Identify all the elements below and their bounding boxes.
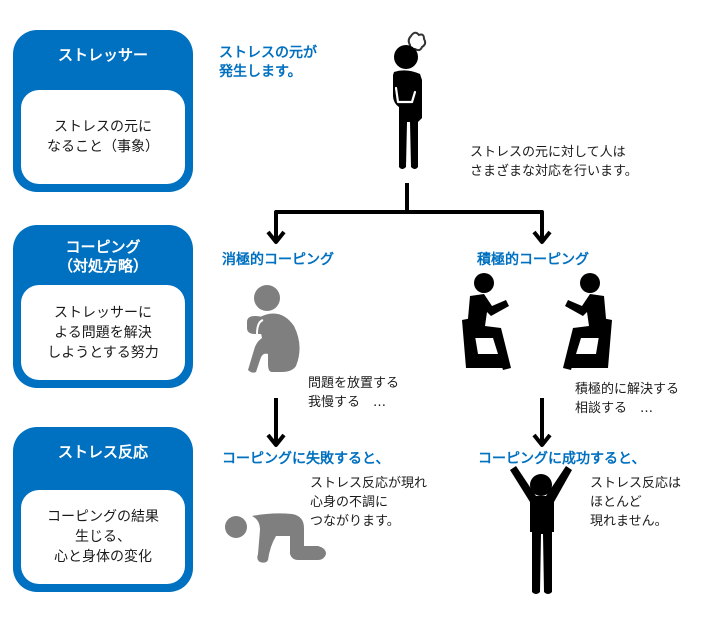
response-note: ストレスの元に対して人は さまざまな対応を行います。 [470, 143, 638, 181]
stressor-heading-line-1: ストレスの元が [219, 45, 317, 61]
success-heading: コーピングに成功すると、 [478, 451, 646, 467]
success-result-line-3: 現れません。 [590, 514, 668, 529]
worried-person-icon [393, 31, 427, 169]
stressor-heading-line-2: 発生します。 [219, 64, 302, 80]
stress-response-description: コーピングの結果 生じる、 心と身体の変化 [21, 490, 185, 584]
response-note-line-2: さまざまな対応を行います。 [470, 164, 638, 179]
active-example-1: 積極的に解決する [575, 382, 680, 397]
coping-line-1: ストレッサーに [54, 304, 152, 321]
stress-response-title: ストレス反応 [57, 443, 148, 461]
coping-description: ストレッサーに よる問題を解決 しようとする努力 [21, 285, 185, 380]
stressor-line-1: ストレスの元に [54, 119, 152, 135]
two-people-talking-icon [462, 273, 612, 370]
coping-title-line-1: コーピング [65, 238, 141, 256]
failure-result-line-3: つながります。 [310, 514, 400, 529]
stress-response-line-1: コーピングの結果 [47, 509, 159, 525]
stressor-heading: ストレスの元が 発生します。 [219, 44, 317, 82]
active-coping-examples: 積極的に解決する 相談する … [575, 380, 679, 418]
passive-example-1: 問題を放置する [308, 376, 400, 391]
collapsed-person-icon [225, 513, 326, 563]
branch-connector [266, 183, 552, 244]
coping-line-2: よる問題を解決 [54, 324, 152, 341]
response-note-line-1: ストレスの元に対して人は [470, 145, 626, 160]
success-result-text: ストレス反応は ほとんど 現れません。 [590, 474, 681, 531]
failure-result-text: ストレス反応が現れ 心身の不調に つながります。 [310, 474, 427, 531]
stressor-line-2: なること（事象） [47, 139, 159, 155]
stress-response-line-3: 心と身体の変化 [54, 549, 152, 565]
coping-line-3: しようとする努力 [47, 344, 159, 361]
stress-response-line-2: 生じる、 [75, 529, 131, 545]
down-arrows [266, 398, 552, 447]
stressor-description: ストレスの元に なること（事象） [21, 90, 185, 184]
coping-title: コーピング （対処方略） [13, 238, 193, 276]
cheering-person-icon [510, 466, 572, 594]
success-result-line-1: ストレス反応は [590, 476, 682, 491]
passive-coping-heading: 消極的コーピング [222, 252, 334, 268]
hugging-knees-person-icon [247, 285, 300, 373]
stress-response-box: ストレス反応 コーピングの結果 生じる、 心と身体の変化 [13, 427, 193, 592]
active-coping-heading: 積極的コーピング [477, 252, 589, 268]
failure-result-line-2: 心身の不調に [310, 495, 389, 510]
stressor-box: ストレッサー ストレスの元に なること（事象） [13, 30, 193, 192]
coping-title-line-2: （対処方略） [57, 257, 148, 275]
passive-example-2: 我慢する … [308, 395, 387, 410]
failure-heading: コーピングに失敗すると、 [222, 451, 390, 467]
passive-coping-examples: 問題を放置する 我慢する … [308, 374, 399, 412]
failure-result-line-1: ストレス反応が現れ [310, 476, 428, 491]
active-example-2: 相談する … [575, 401, 654, 416]
stressor-title: ストレッサー [57, 46, 148, 64]
success-result-line-2: ほとんど [590, 495, 642, 510]
coping-box: コーピング （対処方略） ストレッサーに よる問題を解決 しようとする努力 [13, 225, 193, 388]
